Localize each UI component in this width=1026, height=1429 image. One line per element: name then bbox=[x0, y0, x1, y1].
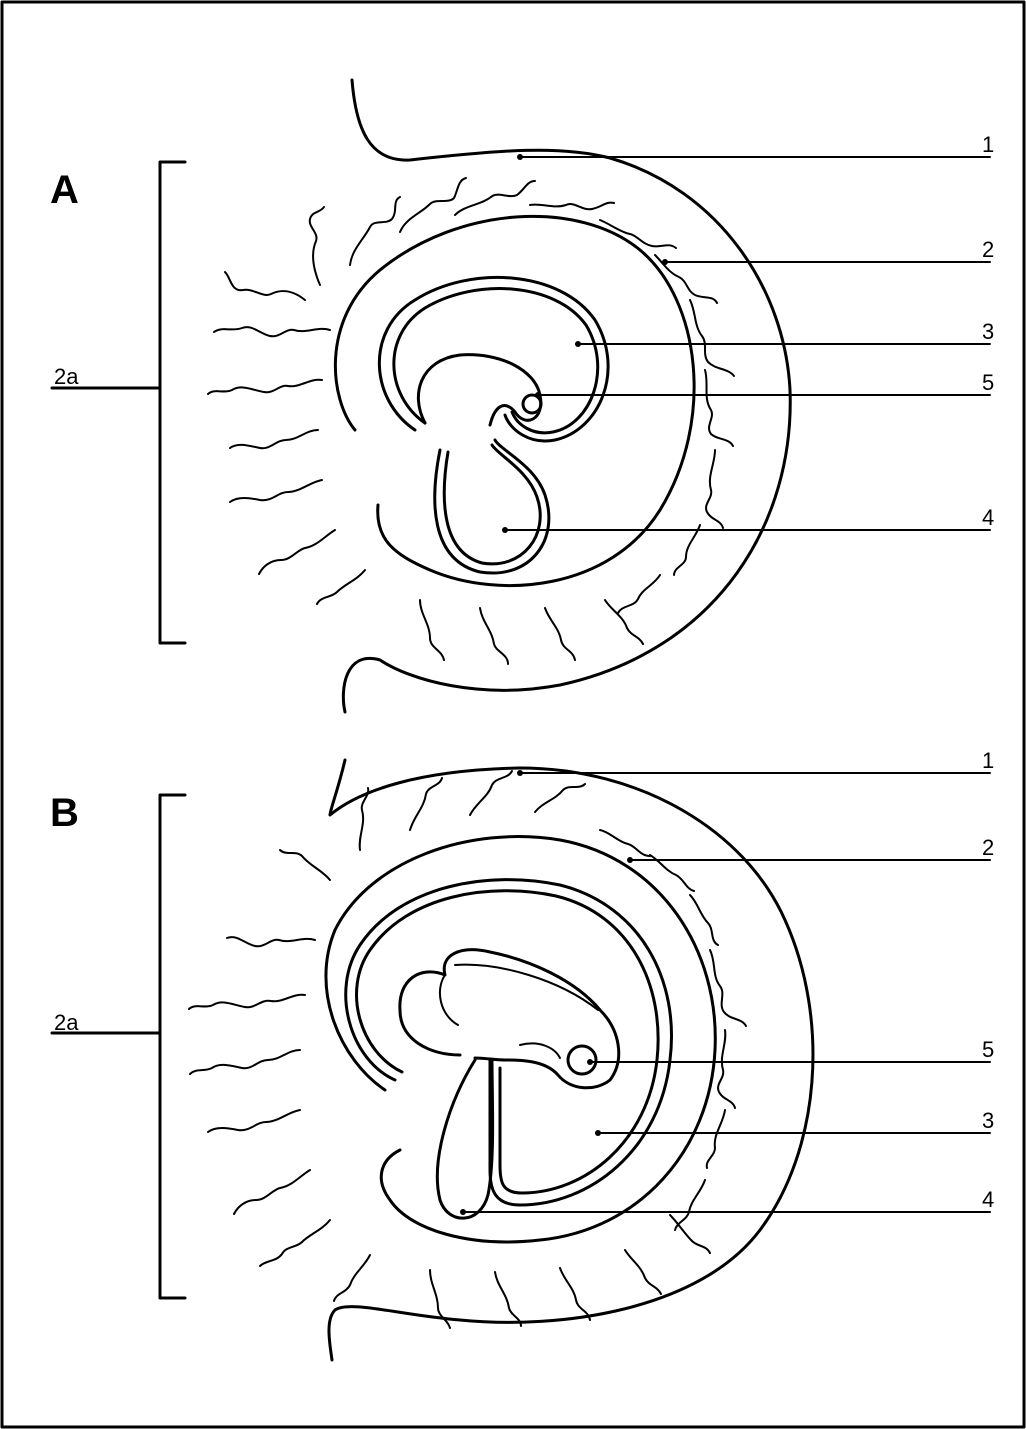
panel-b-amnion-inner bbox=[357, 891, 659, 1193]
panel-b-pointer-5 bbox=[587, 1059, 593, 1065]
panel-b-pointer-4 bbox=[460, 1209, 466, 1215]
panel-a-embryo-disc bbox=[418, 355, 540, 425]
panel-b-pointer-3 bbox=[595, 1130, 601, 1136]
panel-b-label-3: 3 bbox=[982, 1108, 994, 1133]
panel-a-pointer-5 bbox=[535, 392, 541, 398]
panel-b-uterine-wall bbox=[329, 760, 813, 1360]
panel-a-villi-upper bbox=[225, 178, 717, 303]
panel-b-letter: B bbox=[50, 791, 79, 835]
panel-a-pointer-3 bbox=[575, 341, 581, 347]
panel-a-label-3: 3 bbox=[982, 319, 994, 344]
panel-b-bracket-label: 2a bbox=[54, 1010, 79, 1035]
panel-a-label-1: 1 bbox=[982, 132, 994, 157]
panel-b-embryo-head-fold bbox=[440, 975, 458, 1025]
panel-a-yolk-sac-outer bbox=[435, 440, 549, 573]
panel-a-villi-lower bbox=[208, 327, 643, 664]
panel-a-pointer-1 bbox=[517, 154, 523, 160]
panel-b: B 2a 1 2 5 3 bbox=[50, 748, 994, 1360]
panel-a-villi-right bbox=[618, 300, 734, 613]
panel-b-bracket bbox=[160, 795, 185, 1298]
panel-b-villi-upper bbox=[280, 771, 718, 945]
panel-b-yolk-sac bbox=[437, 1060, 492, 1218]
panel-a-label-5: 5 bbox=[982, 370, 994, 395]
panel-b-embryo-limb bbox=[520, 1043, 560, 1058]
panel-b-pointer-2 bbox=[627, 857, 633, 863]
panel-a-label-2: 2 bbox=[982, 237, 994, 262]
panel-a-bracket-label: 2a bbox=[54, 364, 79, 389]
panel-b-amnion-outer bbox=[346, 880, 672, 1205]
panel-b-label-5: 5 bbox=[982, 1037, 994, 1062]
panel-b-label-2: 2 bbox=[982, 835, 994, 860]
panel-a: A 2a 1 2 3 5 4 bbox=[50, 80, 994, 712]
panel-a-pointer-4 bbox=[502, 527, 508, 533]
panel-b-label-1: 1 bbox=[982, 748, 994, 773]
panel-a-label-4: 4 bbox=[982, 505, 994, 530]
panel-a-yolk-sac-inner bbox=[444, 445, 540, 564]
panel-a-letter: A bbox=[50, 168, 79, 212]
panel-b-pointer-1 bbox=[517, 770, 523, 776]
panel-a-pointer-2 bbox=[662, 259, 668, 265]
panel-b-label-4: 4 bbox=[982, 1187, 994, 1212]
panel-a-bracket bbox=[160, 162, 185, 643]
